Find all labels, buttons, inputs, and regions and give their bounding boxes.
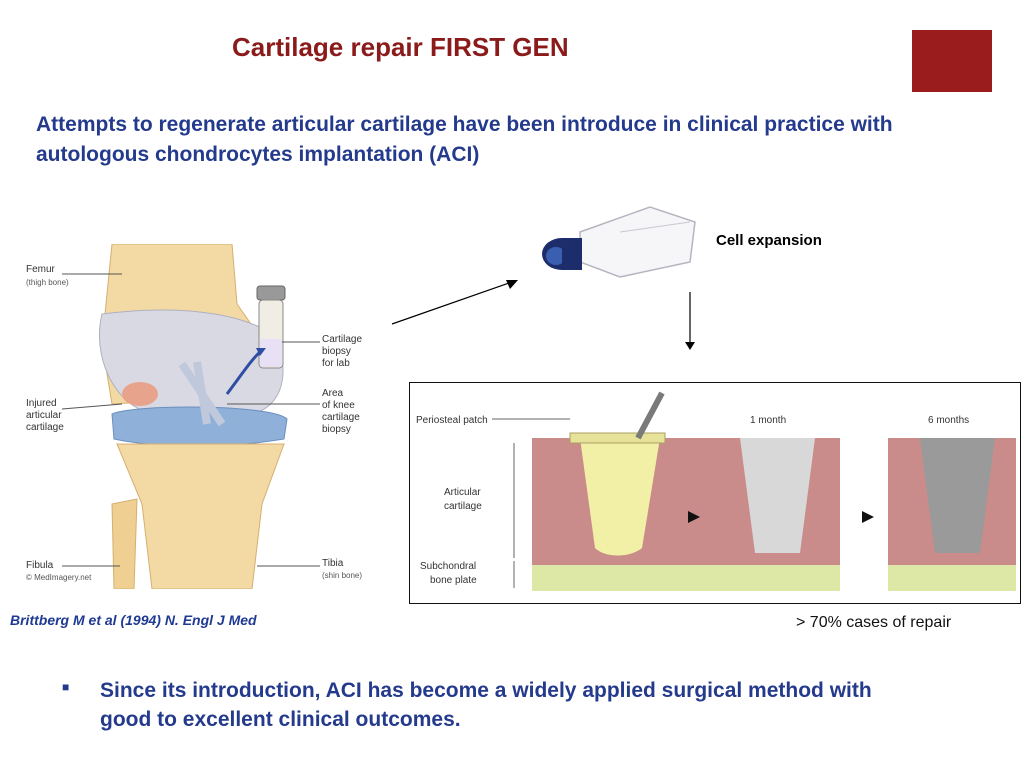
label-area-1: Area [322,388,344,399]
label-area-3: cartilage [322,412,360,423]
label-tibia: Tibia [322,558,344,569]
cell-expansion-label: Cell expansion [716,232,822,249]
label-injured-3: cartilage [26,422,64,433]
bullet-text: Since its introduction, ACI has become a… [100,679,872,731]
label-injured-2: articular [26,410,62,421]
arrow-to-flask [391,281,513,325]
label-tibia-sub: (shin bone) [322,571,362,580]
slide-title: Cartilage repair FIRST GEN [232,32,569,62]
label-femur-sub: (thigh bone) [26,278,69,287]
label-fibula: Fibula [26,560,54,571]
label-6-months: 6 months [928,415,969,426]
corner-accent-box [912,30,992,92]
label-subchondral-1: Subchondral [420,561,476,572]
label-articular-1: Articular [444,487,481,498]
knee-illustration: Femur (thigh bone) Cartilage biopsy for … [26,244,362,589]
culture-flask-illustration [542,206,696,278]
label-cartilage-biopsy-1: Cartilage [322,334,362,345]
citation-text: Brittberg M et al (1994) N. Engl J Med [10,612,257,628]
repair-rate-text: > 70% cases of repair [796,614,952,631]
label-cartilage-biopsy-2: biopsy [322,346,351,357]
intro-text: Attempts to regenerate articular cartila… [36,113,893,166]
label-area-4: biopsy [322,424,351,435]
aci-process-panel: Periosteal patch Articular cartilage Sub… [409,382,1021,604]
label-subchondral-2: bone plate [430,575,477,586]
label-1-month: 1 month [750,415,786,426]
label-credit: © MedImagery.net [26,573,92,582]
label-articular-2: cartilage [444,501,482,512]
label-periosteal-patch: Periosteal patch [416,415,488,426]
label-cartilage-biopsy-3: for lab [322,358,350,369]
process-arrows [391,280,695,350]
label-femur: Femur [26,264,56,275]
label-injured-1: Injured [26,398,57,409]
bullet-marker: ■ [62,680,70,694]
label-area-2: of knee [322,400,355,411]
